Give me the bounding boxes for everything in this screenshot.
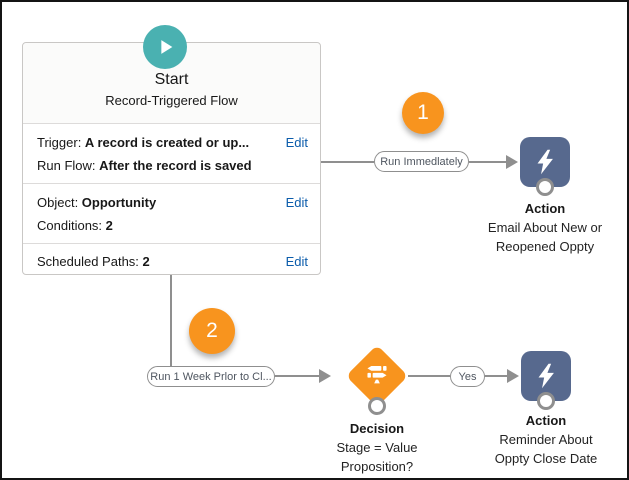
path-label-run-immediately[interactable]: Run Immedlately: [374, 151, 469, 172]
action2-name-line1: Reminder About: [499, 432, 593, 447]
action2-type: Action: [525, 413, 567, 428]
scheduled-paths-row: Scheduled Paths: 2: [37, 250, 306, 273]
trigger-row: Trigger: A record is created or up...: [37, 131, 306, 154]
connector-port: [537, 392, 555, 410]
start-scheduled-paths-section: Scheduled Paths: 2 Edit: [23, 244, 320, 274]
signpost-icon: [367, 365, 387, 384]
start-node-circle[interactable]: [143, 25, 187, 69]
trigger-value: A record is created or up...: [84, 135, 250, 150]
arrowhead-icon: [507, 369, 519, 383]
decision-label: Decision Stage = Value Proposition?: [302, 419, 452, 476]
object-label: Object:: [37, 195, 82, 210]
start-node-subtitle: Record-Triggered Flow: [105, 93, 238, 108]
play-icon: [161, 40, 173, 54]
edit-trigger-link[interactable]: Edit: [285, 135, 308, 150]
action1-label: Action Email About New or Reopened Oppty: [455, 199, 627, 256]
start-node-card[interactable]: Start Record-Triggered Flow Trigger: A r…: [22, 42, 321, 275]
action1-name-line2: Reopened Oppty: [495, 239, 595, 254]
run-flow-row: Run Flow: After the record is saved: [37, 154, 306, 177]
connector-line: [170, 275, 172, 366]
action1-name-line1: Email About New or: [487, 220, 603, 235]
decision-type: Decision: [349, 421, 405, 436]
connector-port: [368, 397, 386, 415]
start-node-title: Start: [154, 71, 189, 88]
conditions-label: Conditions:: [37, 218, 106, 233]
decision-name-line2: Proposition?: [340, 459, 414, 474]
start-trigger-section: Trigger: A record is created or up... Ru…: [23, 124, 320, 184]
action2-label: Action Reminder About Oppty Close Date: [456, 411, 627, 468]
path-label-run-1-week-prior[interactable]: Run 1 Week Prlor to Cl...: [147, 366, 275, 387]
conditions-row: Conditions: 2: [37, 214, 306, 237]
decision-name-line1: Stage = Value: [336, 440, 418, 455]
arrowhead-icon: [319, 369, 331, 383]
run-flow-value: After the record is saved: [99, 158, 252, 173]
action2-name-line2: Oppty Close Date: [494, 451, 598, 466]
run-flow-label: Run Flow:: [37, 158, 100, 173]
connector-port: [536, 178, 554, 196]
connector-line: [275, 375, 319, 377]
connector-line: [485, 375, 507, 377]
lightning-bolt-icon: [537, 149, 553, 175]
outcome-label-yes[interactable]: Yes: [450, 366, 485, 387]
connector-line: [408, 375, 450, 377]
connector-line: [469, 161, 506, 163]
step-number-badge-1: 1: [402, 92, 444, 134]
edit-object-link[interactable]: Edit: [285, 195, 308, 210]
connector-line: [321, 161, 374, 163]
lightning-bolt-icon: [538, 363, 554, 389]
action1-type: Action: [524, 201, 566, 216]
scheduled-paths-label: Scheduled Paths:: [37, 254, 143, 269]
edit-scheduled-paths-link[interactable]: Edit: [285, 254, 308, 269]
scheduled-paths-value: 2: [142, 254, 150, 269]
start-object-section: Object: Opportunity Conditions: 2 Edit: [23, 184, 320, 244]
trigger-label: Trigger:: [37, 135, 85, 150]
object-value: Opportunity: [81, 195, 157, 210]
step-number-badge-2: 2: [189, 308, 235, 354]
arrowhead-icon: [506, 155, 518, 169]
object-row: Object: Opportunity: [37, 191, 306, 214]
conditions-value: 2: [105, 218, 113, 233]
